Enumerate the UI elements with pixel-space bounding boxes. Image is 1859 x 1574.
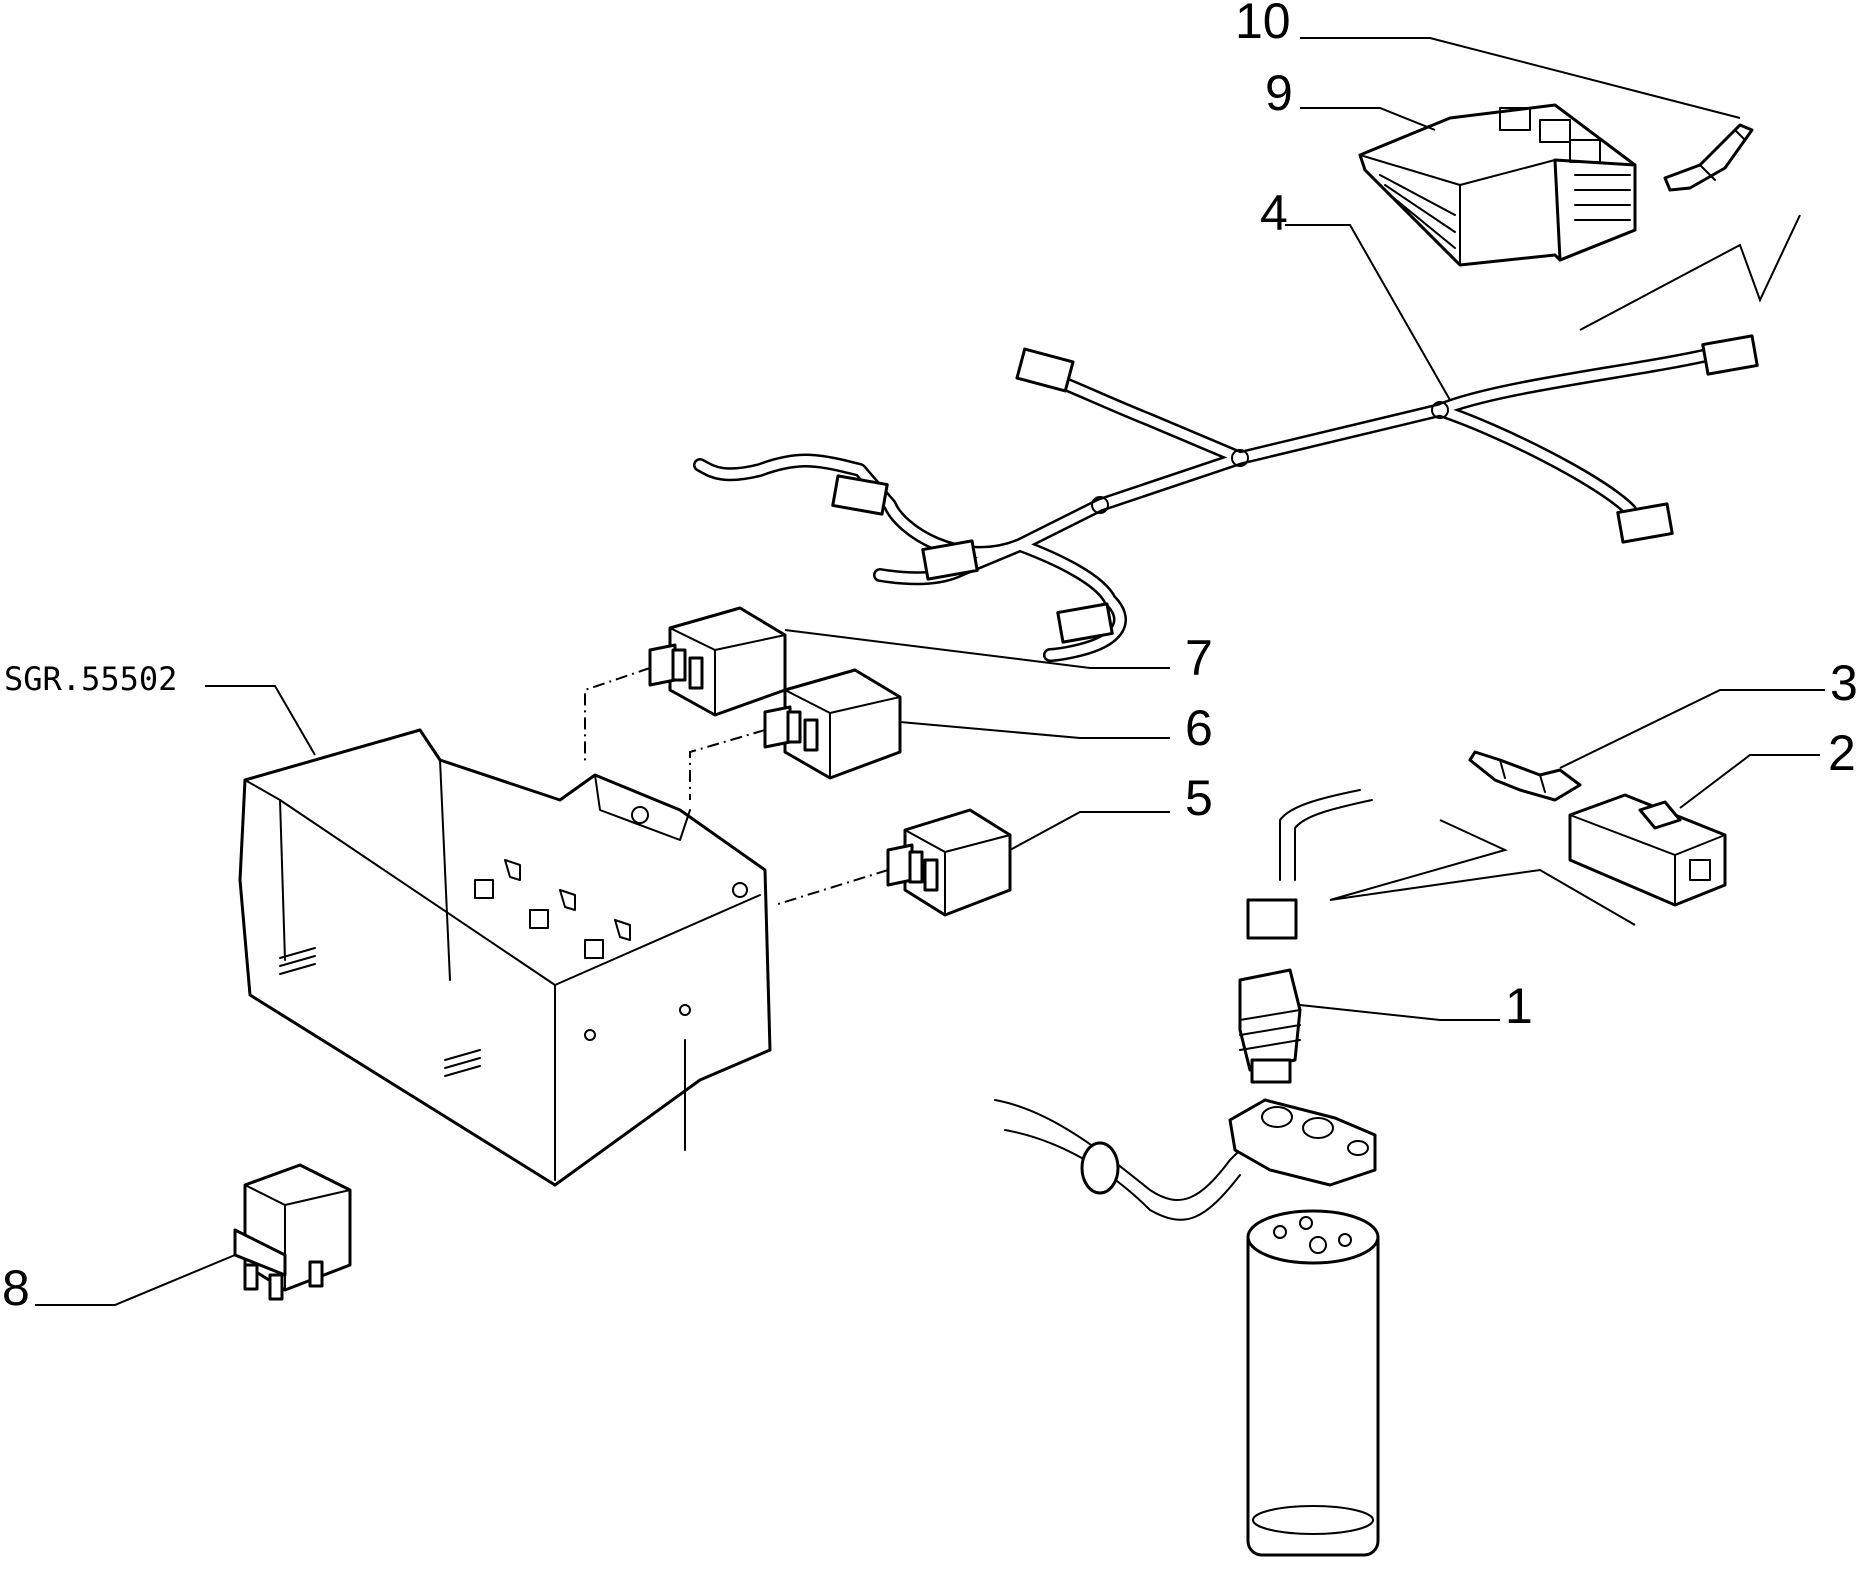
part-10-terminal[interactable] xyxy=(1663,123,1754,192)
callout-1[interactable]: 1 xyxy=(1505,978,1533,1034)
part-7-mount-line xyxy=(584,667,651,765)
callout-9-leader xyxy=(1300,107,1436,131)
part-3-terminal[interactable] xyxy=(1468,750,1582,802)
callout-8[interactable]: 8 xyxy=(2,1260,30,1316)
part-9-multipin-connector[interactable] xyxy=(1358,103,1637,267)
diagram-reference-label: SGR.55502 xyxy=(4,660,177,698)
callout-8-leader xyxy=(35,1254,236,1306)
reference-leader xyxy=(205,685,316,756)
receiver-drier-assembly xyxy=(994,1098,1380,1557)
part-6-mount-line xyxy=(689,729,766,800)
callout-7[interactable]: 7 xyxy=(1185,630,1213,686)
callout-4[interactable]: 4 xyxy=(1260,185,1288,241)
part-8-relay[interactable] xyxy=(233,1163,352,1301)
callout-4-leader xyxy=(1285,224,1451,401)
callout-1-leader xyxy=(1299,1004,1500,1021)
part-2-connector-housing[interactable] xyxy=(1568,793,1727,907)
callout-3-leader xyxy=(1559,689,1825,769)
part-4-break-line xyxy=(1579,214,1801,331)
callout-2-leader xyxy=(1679,754,1820,809)
callout-5-leader xyxy=(1009,811,1170,851)
part-4-wiring-harness[interactable] xyxy=(693,334,1759,662)
part-2-break-line xyxy=(1329,819,1636,926)
callout-2[interactable]: 2 xyxy=(1828,725,1856,781)
part-6-relay[interactable] xyxy=(763,668,902,780)
callout-9[interactable]: 9 xyxy=(1265,65,1293,121)
callout-7-leader xyxy=(784,629,1170,669)
callout-5[interactable]: 5 xyxy=(1185,770,1213,826)
part-7-relay[interactable] xyxy=(648,606,787,717)
callout-6-leader xyxy=(899,721,1170,739)
relay-bracket xyxy=(238,728,772,1187)
callout-10[interactable]: 10 xyxy=(1235,0,1291,49)
part-5-relay[interactable] xyxy=(886,808,1012,917)
part-5-mount-line xyxy=(774,869,889,906)
callout-10-leader xyxy=(1300,37,1741,119)
callout-6[interactable]: 6 xyxy=(1185,700,1213,756)
callout-3[interactable]: 3 xyxy=(1830,655,1858,711)
part-1-pressure-switch[interactable] xyxy=(1238,789,1373,1084)
